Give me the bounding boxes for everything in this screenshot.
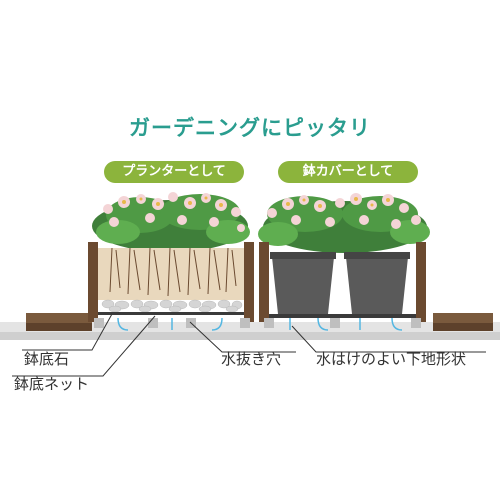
- leader-pot-stone: [22, 313, 113, 351]
- foot-7: [411, 318, 421, 328]
- callout-drain-hole: 水抜き穴: [221, 350, 282, 368]
- deck-right: [433, 313, 493, 323]
- foot-2: [148, 318, 158, 328]
- callout-ground-shape: 水はけのよい下地形状: [316, 350, 467, 368]
- pot-net-left: [98, 312, 244, 315]
- deck-right-edge: [433, 323, 493, 331]
- base-rail-right: [269, 314, 416, 318]
- foot-5: [264, 318, 274, 328]
- frame-right-post-l: [259, 242, 269, 322]
- frame-right-post-r: [416, 242, 426, 322]
- callout-pot-stone: 鉢底石: [24, 350, 70, 368]
- usage-label-planter: プランターとして: [104, 161, 244, 183]
- callout-pot-net: 鉢底ネット: [14, 375, 90, 393]
- soil-left: [98, 248, 244, 300]
- flowers-left: [103, 192, 245, 232]
- usage-label-pot-cover: 鉢カバーとして: [278, 161, 418, 183]
- foot-4: [240, 318, 250, 328]
- deck-left: [26, 313, 92, 323]
- pot-2: [346, 257, 408, 314]
- frame-left-post-l: [88, 242, 98, 322]
- roots-left: [109, 247, 237, 297]
- pot-stones-left: [101, 299, 243, 313]
- leader-drain-hole: [189, 321, 296, 353]
- planter-left: [88, 192, 254, 328]
- ground-shadow: [0, 332, 500, 340]
- frame-left-post-r: [244, 242, 254, 322]
- water-flow: [117, 317, 403, 331]
- pot-1-rim: [270, 252, 336, 259]
- foot-6: [330, 318, 340, 328]
- foot-1: [94, 318, 104, 328]
- leader-lines: [12, 313, 486, 377]
- pot-2-rim: [344, 252, 410, 259]
- deck-left-edge: [26, 323, 92, 331]
- page-title: ガーデニングにピッタリ: [129, 116, 371, 140]
- leader-ground: [291, 325, 486, 353]
- planter-right: [258, 193, 430, 328]
- pot-1: [272, 257, 334, 314]
- leader-pot-net: [12, 315, 156, 377]
